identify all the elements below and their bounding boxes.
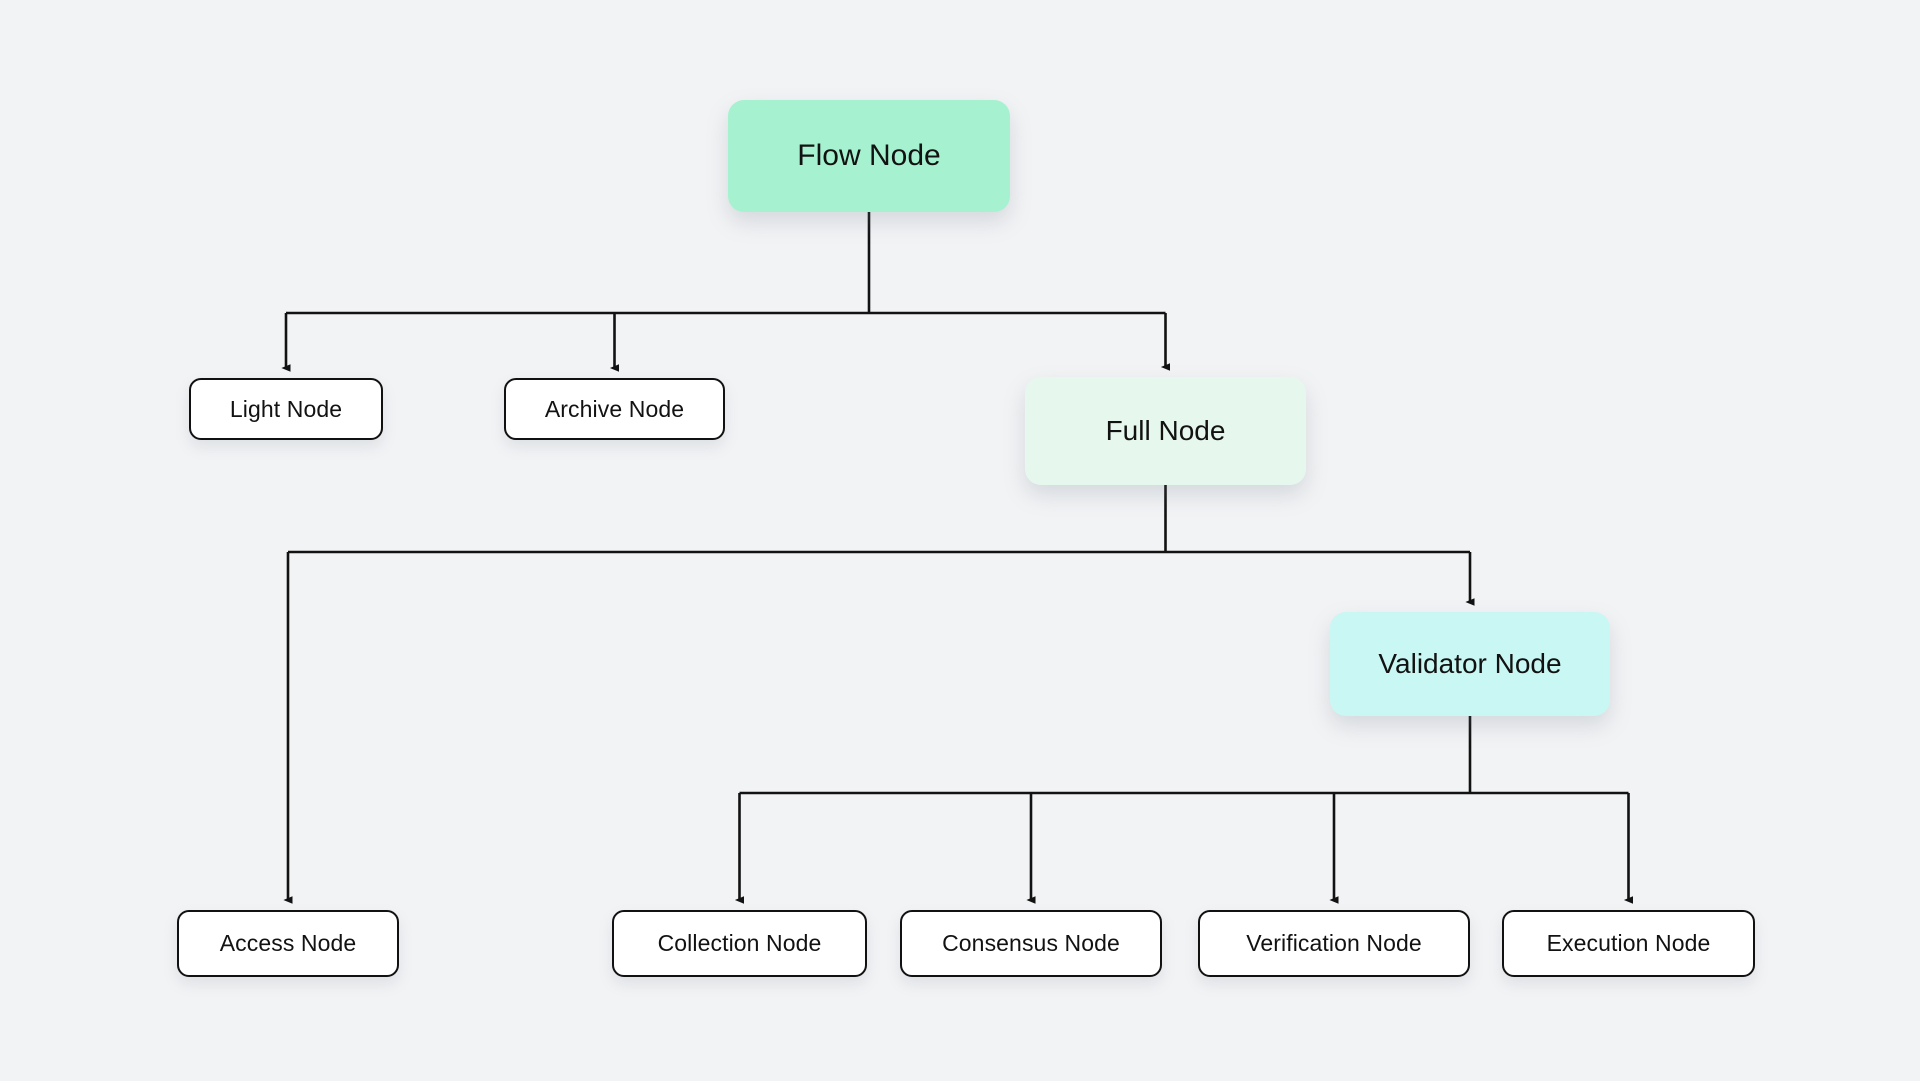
node-validator[interactable]: Validator Node bbox=[1330, 612, 1610, 716]
node-light-label: Light Node bbox=[229, 395, 343, 422]
node-access[interactable]: Access Node bbox=[177, 910, 399, 977]
node-collection-label: Collection Node bbox=[657, 930, 822, 956]
node-full[interactable]: Full Node bbox=[1025, 377, 1306, 485]
node-access-label: Access Node bbox=[219, 930, 357, 956]
node-execution[interactable]: Execution Node bbox=[1502, 910, 1755, 977]
node-consensus-label: Consensus Node bbox=[942, 930, 1120, 956]
node-full-label: Full Node bbox=[1105, 415, 1226, 446]
node-archive-label: Archive Node bbox=[544, 395, 685, 422]
node-light[interactable]: Light Node bbox=[189, 378, 383, 440]
node-consensus[interactable]: Consensus Node bbox=[900, 910, 1162, 977]
node-flow-label: Flow Node bbox=[797, 139, 941, 172]
node-archive[interactable]: Archive Node bbox=[504, 378, 725, 440]
node-validator-label: Validator Node bbox=[1378, 648, 1562, 679]
node-execution-label: Execution Node bbox=[1546, 930, 1711, 956]
node-verification-label: Verification Node bbox=[1246, 930, 1422, 956]
node-flow[interactable]: Flow Node bbox=[728, 100, 1010, 212]
node-collection[interactable]: Collection Node bbox=[612, 910, 867, 977]
node-verification[interactable]: Verification Node bbox=[1198, 910, 1470, 977]
